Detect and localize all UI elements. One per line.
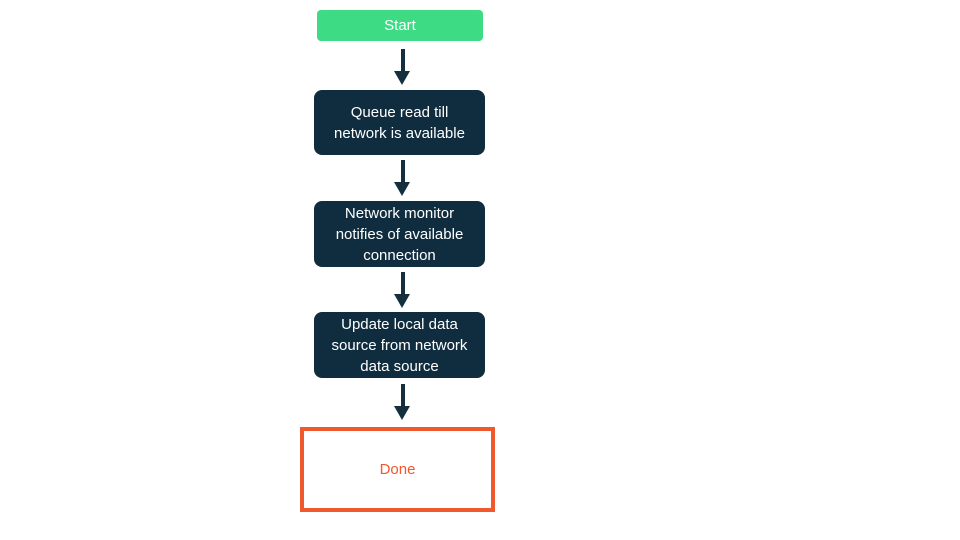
arrow-down-icon — [394, 384, 411, 420]
arrow-stem — [400, 160, 405, 183]
flow-node-queue-read: Queue read till network is available — [314, 90, 485, 155]
flow-node-label: Queue read till network is available — [334, 103, 465, 142]
flow-node-label: Done — [379, 461, 416, 478]
arrow-down-icon — [394, 272, 411, 308]
arrow-down-icon — [394, 49, 411, 85]
arrow-stem — [400, 272, 405, 295]
arrow-head — [394, 406, 410, 420]
arrow-head — [394, 71, 410, 85]
arrow-stem — [400, 384, 405, 407]
flow-node-done: Done — [300, 427, 495, 512]
arrow-down-icon — [394, 160, 411, 196]
flow-node-network-monitor: Network monitor notifies of available co… — [314, 201, 485, 267]
flow-node-label: Start — [384, 17, 416, 34]
arrow-head — [394, 294, 410, 308]
flow-node-label: Update local data source from network da… — [331, 315, 468, 375]
flow-node-update-local: Update local data source from network da… — [314, 312, 485, 378]
flow-node-start: Start — [317, 10, 483, 41]
flow-node-label: Network monitor notifies of available co… — [335, 204, 464, 264]
arrow-stem — [400, 49, 405, 72]
arrow-head — [394, 182, 410, 196]
